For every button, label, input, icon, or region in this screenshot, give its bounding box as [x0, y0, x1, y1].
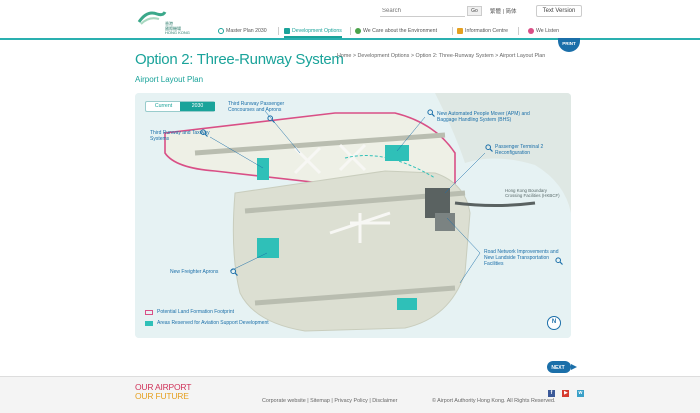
- runway-icon: [284, 27, 290, 34]
- callout-freighter-aprons[interactable]: New Freighter Aprons: [170, 269, 219, 275]
- callout-apm[interactable]: New Automated People Mover (APM) and Bag…: [437, 111, 530, 123]
- search-go-button[interactable]: Go: [467, 6, 482, 16]
- nav-divider: [452, 27, 453, 35]
- north-compass-icon: N: [547, 316, 561, 330]
- callout-third-runway-passenger[interactable]: Third Runway Passenger Concourses and Ap…: [228, 101, 285, 113]
- social-links: f ▶ w: [548, 381, 587, 397]
- compass-label: N: [551, 319, 557, 325]
- year-toggle: Current 2030: [145, 101, 215, 112]
- brand-slogan: OUR AIRPORT OUR FUTURE: [135, 383, 191, 401]
- legend-swatch: [145, 310, 153, 315]
- next-label: NEXT: [551, 365, 564, 371]
- next-button[interactable]: NEXT: [547, 361, 577, 373]
- search-box: Go: [380, 6, 482, 17]
- footer: [0, 377, 700, 413]
- airport-layout-map[interactable]: Current 2030 Third Runway Passenger Conc…: [135, 93, 571, 338]
- page-title: Option 2: Three-Runway System: [135, 51, 344, 68]
- legend-land-formation: Potential Land Formation Footprint: [145, 309, 269, 320]
- nav-item-development-options[interactable]: Development Options: [284, 24, 342, 38]
- nav-label: Master Plan 2030: [226, 28, 267, 34]
- nav-item-information-centre[interactable]: Information Centre: [457, 24, 508, 38]
- book-icon: [457, 27, 463, 34]
- magnifier-icon[interactable]: [230, 268, 238, 276]
- airport-logo[interactable]: 香港 國際機場 HONG KONG: [135, 6, 205, 36]
- nav-divider: [278, 27, 279, 35]
- magnifier-icon[interactable]: [485, 144, 493, 152]
- youtube-icon[interactable]: ▶: [562, 390, 570, 397]
- legend-label: Potential Land Formation Footprint: [157, 309, 234, 315]
- logo-line: 香港: [165, 21, 173, 26]
- logo-line: HONG KONG: [165, 30, 190, 35]
- brand-line-1: OUR AIRPORT: [135, 382, 192, 392]
- copyright: © Airport Authority Hong Kong. All Right…: [432, 398, 556, 404]
- legend-swatch: [145, 321, 153, 326]
- main-nav: Master Plan 2030 Development Options We …: [210, 24, 580, 38]
- lang-traditional-link[interactable]: 繁體: [490, 9, 502, 15]
- nav-item-we-listen[interactable]: We Listen: [528, 24, 559, 38]
- footer-divider: [0, 376, 700, 377]
- heart-icon: [528, 27, 534, 34]
- logo-text: 香港 國際機場 HONG KONG: [165, 21, 190, 36]
- map-graphic: [135, 93, 571, 338]
- nav-label: We Care about the Environment: [363, 28, 438, 34]
- callout-pt2[interactable]: Passenger Terminal 2 Reconfiguration: [495, 144, 544, 156]
- lang-separator: |: [502, 9, 504, 15]
- facebook-icon[interactable]: f: [548, 390, 555, 397]
- callout-third-runway-taxiway[interactable]: Third Runway and Taxiway Systems: [150, 130, 210, 142]
- nav-label: Development Options: [292, 28, 342, 34]
- logo-line: 國際機場: [165, 25, 181, 31]
- toggle-2030-button[interactable]: 2030: [180, 102, 215, 111]
- lang-simplified-link[interactable]: 简体: [505, 9, 517, 15]
- leaf-icon: [355, 27, 361, 34]
- weibo-icon[interactable]: w: [576, 390, 584, 397]
- magnifier-icon[interactable]: [427, 109, 435, 117]
- nav-label: Information Centre: [465, 28, 508, 34]
- magnifier-icon[interactable]: [267, 115, 275, 123]
- nav-item-master-plan[interactable]: Master Plan 2030: [218, 24, 267, 38]
- magnifier-icon[interactable]: [200, 129, 208, 137]
- footer-links[interactable]: Corporate website | Sitemap | Privacy Po…: [262, 398, 398, 404]
- clock-icon: [218, 27, 224, 34]
- nav-divider: [518, 27, 519, 35]
- nav-divider: [350, 27, 351, 35]
- language-switcher: 繁體 | 简体: [490, 7, 517, 15]
- print-button[interactable]: PRINT: [558, 38, 580, 52]
- search-input[interactable]: [380, 6, 465, 17]
- breadcrumb[interactable]: Home > Development Options > Option 2: T…: [337, 53, 546, 59]
- toggle-current-button[interactable]: Current: [154, 103, 173, 109]
- header-divider: [0, 38, 700, 40]
- nav-label: We Listen: [536, 28, 559, 34]
- nav-item-environment[interactable]: We Care about the Environment: [355, 24, 437, 38]
- site-header: 香港 國際機場 HONG KONG Go 繁體 | 简体 Text Versio…: [0, 0, 700, 40]
- page-subtitle: Airport Layout Plan: [135, 75, 204, 84]
- brand-line-2: OUR FUTURE: [135, 391, 189, 401]
- map-legend: Potential Land Formation Footprint Areas…: [145, 309, 269, 331]
- logo-mark-icon: [137, 11, 167, 25]
- legend-label: Areas Reserved for Aviation Support Deve…: [157, 320, 269, 326]
- legend-reserved-areas: Areas Reserved for Aviation Support Deve…: [145, 320, 269, 331]
- text-version-button[interactable]: Text Version: [536, 5, 582, 17]
- magnifier-icon[interactable]: [555, 257, 563, 265]
- callout-road-network[interactable]: Road Network Improvements and New Landsi…: [484, 249, 559, 267]
- label-hkbcf: Hong Kong Boundary Crossing Facilities (…: [505, 188, 560, 199]
